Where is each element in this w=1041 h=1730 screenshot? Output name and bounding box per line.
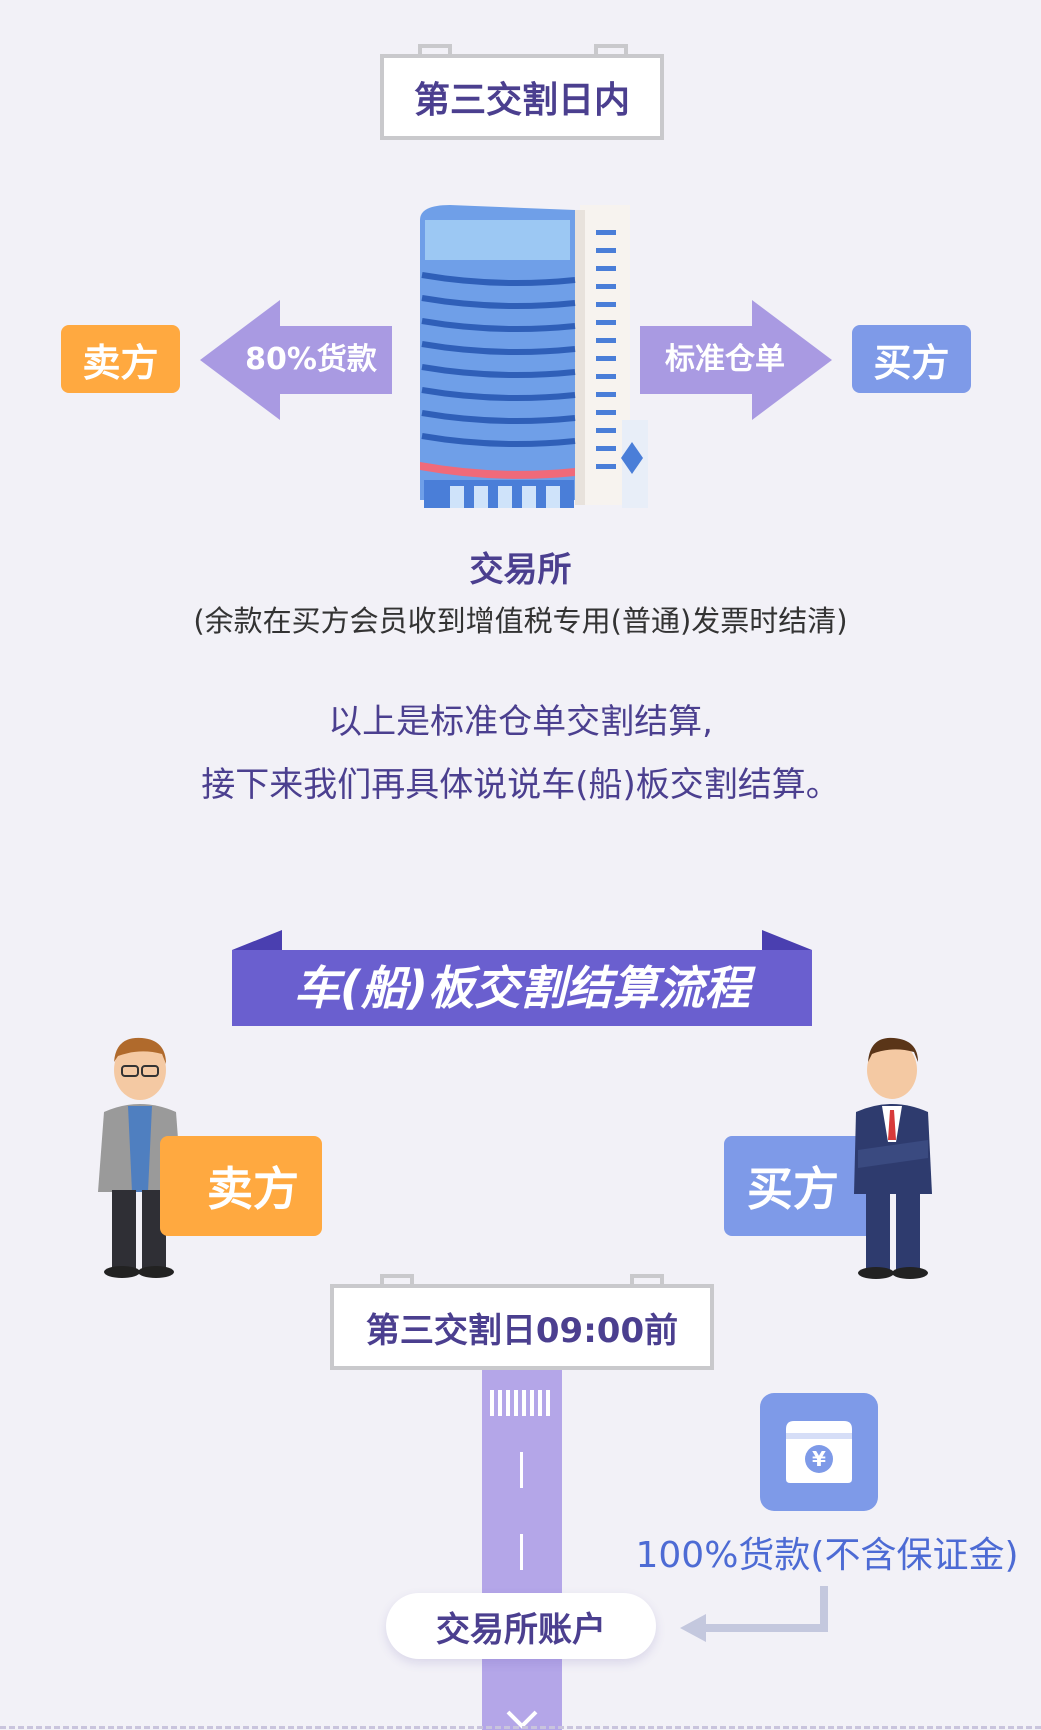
sign-leg — [594, 44, 628, 54]
money-box-tile: ¥ — [760, 1393, 878, 1511]
return-arrow-icon — [680, 1586, 828, 1642]
transition-line-2: 接下来我们再具体说说车(船)板交割结算。 — [201, 765, 840, 805]
road-dash — [520, 1452, 523, 1488]
sign-leg — [380, 1274, 414, 1284]
left-arrow-label: 80%货款 — [245, 342, 377, 377]
dashed-divider — [0, 1726, 1041, 1729]
seller-label-2: 卖方 — [207, 1162, 299, 1216]
exchange-label: 交易所 — [469, 550, 572, 590]
yuan-symbol: ¥ — [812, 1447, 826, 1471]
exchange-building-icon — [420, 205, 648, 508]
right-arrow-icon — [640, 300, 832, 420]
exchange-account-label: 交易所账户 — [436, 1609, 606, 1650]
banner-ribbon — [232, 930, 812, 1026]
money-box-icon — [786, 1421, 852, 1483]
buyer-label: 买方 — [873, 340, 950, 385]
time-sign-label: 第三交割日09:00前 — [365, 1310, 679, 1351]
road-dash — [520, 1534, 523, 1570]
exchange-note: (余款在买方会员收到增值税专用(普通)发票时结清) — [193, 604, 848, 638]
time-sign: 第三交割日09:00前 — [330, 1274, 714, 1370]
top-sign-label: 第三交割日内 — [413, 80, 630, 121]
seller-label: 卖方 — [82, 340, 159, 385]
top-sign: 第三交割日内 — [380, 44, 664, 140]
left-arrow-icon — [200, 300, 392, 420]
road-crosswalk-icon — [490, 1390, 550, 1416]
sign-leg — [630, 1274, 664, 1284]
buyer-tag: 买方 — [852, 325, 971, 393]
buyer-person-icon — [854, 1037, 932, 1279]
right-arrow-label: 标准仓单 — [665, 342, 785, 377]
seller-tag: 卖方 — [61, 325, 180, 393]
seller-tag-2: 卖方 — [160, 1136, 322, 1236]
transition-line-1: 以上是标准仓单交割结算, — [328, 702, 713, 742]
payment-label: 100%货款(不含保证金) — [635, 1535, 1019, 1576]
sign-leg — [418, 44, 452, 54]
banner-title: 车(船)板交割结算流程 — [293, 961, 751, 1015]
buyer-label-2: 买方 — [747, 1162, 839, 1216]
exchange-account-pill: 交易所账户 — [386, 1593, 656, 1659]
